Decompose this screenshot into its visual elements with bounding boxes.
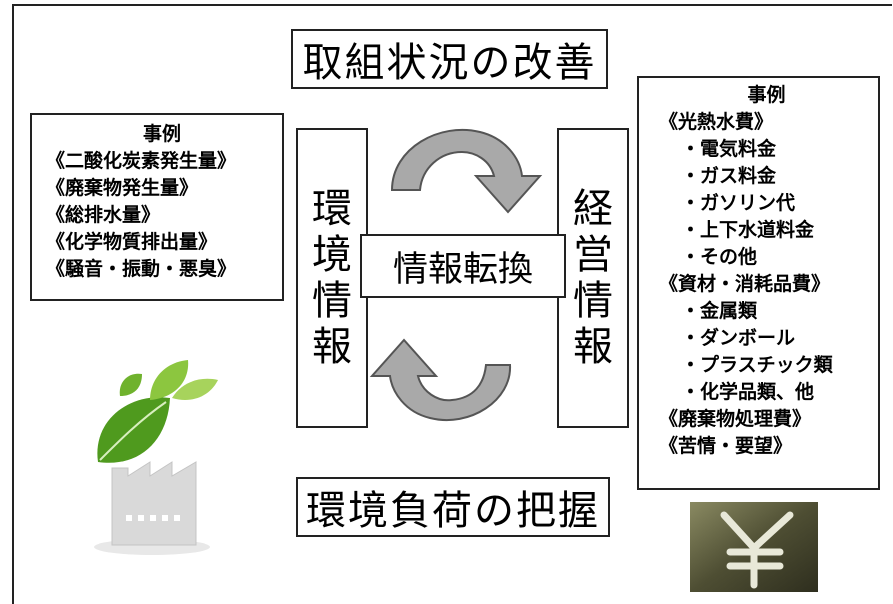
list-item: ・ガス料金 [681,165,777,187]
list-item: 《騒音・振動・悪臭》 [46,258,237,280]
list-item: 《資材・消耗品費》 [659,273,831,295]
list-item: ・ガソリン代 [681,192,796,214]
list-item: 《総排水量》 [46,204,161,226]
list-item: ・上下水道料金 [681,219,815,241]
env-char: 情 [312,278,352,324]
list-item: 《二酸化炭素発生量》 [46,150,237,172]
list-item: ・金属類 [681,300,758,322]
right-examples-box: 事例 《光熱水費》・電気料金・ガス料金・ガソリン代・上下水道料金・その他《資材・… [637,76,880,490]
diagram-frame [12,4,892,604]
list-item: 《化学物質排出量》 [46,231,218,253]
env-char: 環 [312,186,352,232]
env-char: 境 [312,232,352,278]
environment-info-box: 環 境 情 報 [296,128,368,428]
list-item: ・化学品類、他 [681,381,815,403]
information-conversion-label: 情報転換 [360,234,566,298]
right-examples-list: 《光熱水費》・電気料金・ガス料金・ガソリン代・上下水道料金・その他《資材・消耗品… [659,109,874,460]
yen-sign-icon [690,502,818,592]
list-item: 《廃棄物発生量》 [46,177,199,199]
list-item: 《苦情・要望》 [659,435,793,457]
top-cycle-arrow [390,128,543,214]
right-examples-heading: 事例 [747,84,786,106]
mgmt-char: 営 [573,232,613,278]
bottom-cycle-arrow [369,338,512,421]
left-examples-heading: 事例 [142,123,181,145]
list-item: 《光熱水費》 [659,111,774,133]
management-info-box: 経 営 情 報 [557,128,629,428]
bottom-title: 環境負荷の把握 [296,477,610,537]
left-examples-box: 事例 《二酸化炭素発生量》 《廃棄物発生量》 《総排水量》 《化学物質排出量》 … [30,113,284,301]
list-item: ・ダンボール [681,327,796,349]
mgmt-char: 経 [573,186,613,232]
list-item: 《廃棄物処理費》 [659,408,812,430]
list-item: ・電気料金 [681,138,777,160]
leaf-factory-icon [94,360,218,555]
list-item: ・その他 [681,246,758,268]
list-item: ・プラスチック類 [681,354,833,376]
top-title: 取組状況の改善 [291,29,608,89]
mgmt-char: 報 [573,324,613,370]
mgmt-char: 情 [573,278,613,324]
env-char: 報 [312,324,352,370]
